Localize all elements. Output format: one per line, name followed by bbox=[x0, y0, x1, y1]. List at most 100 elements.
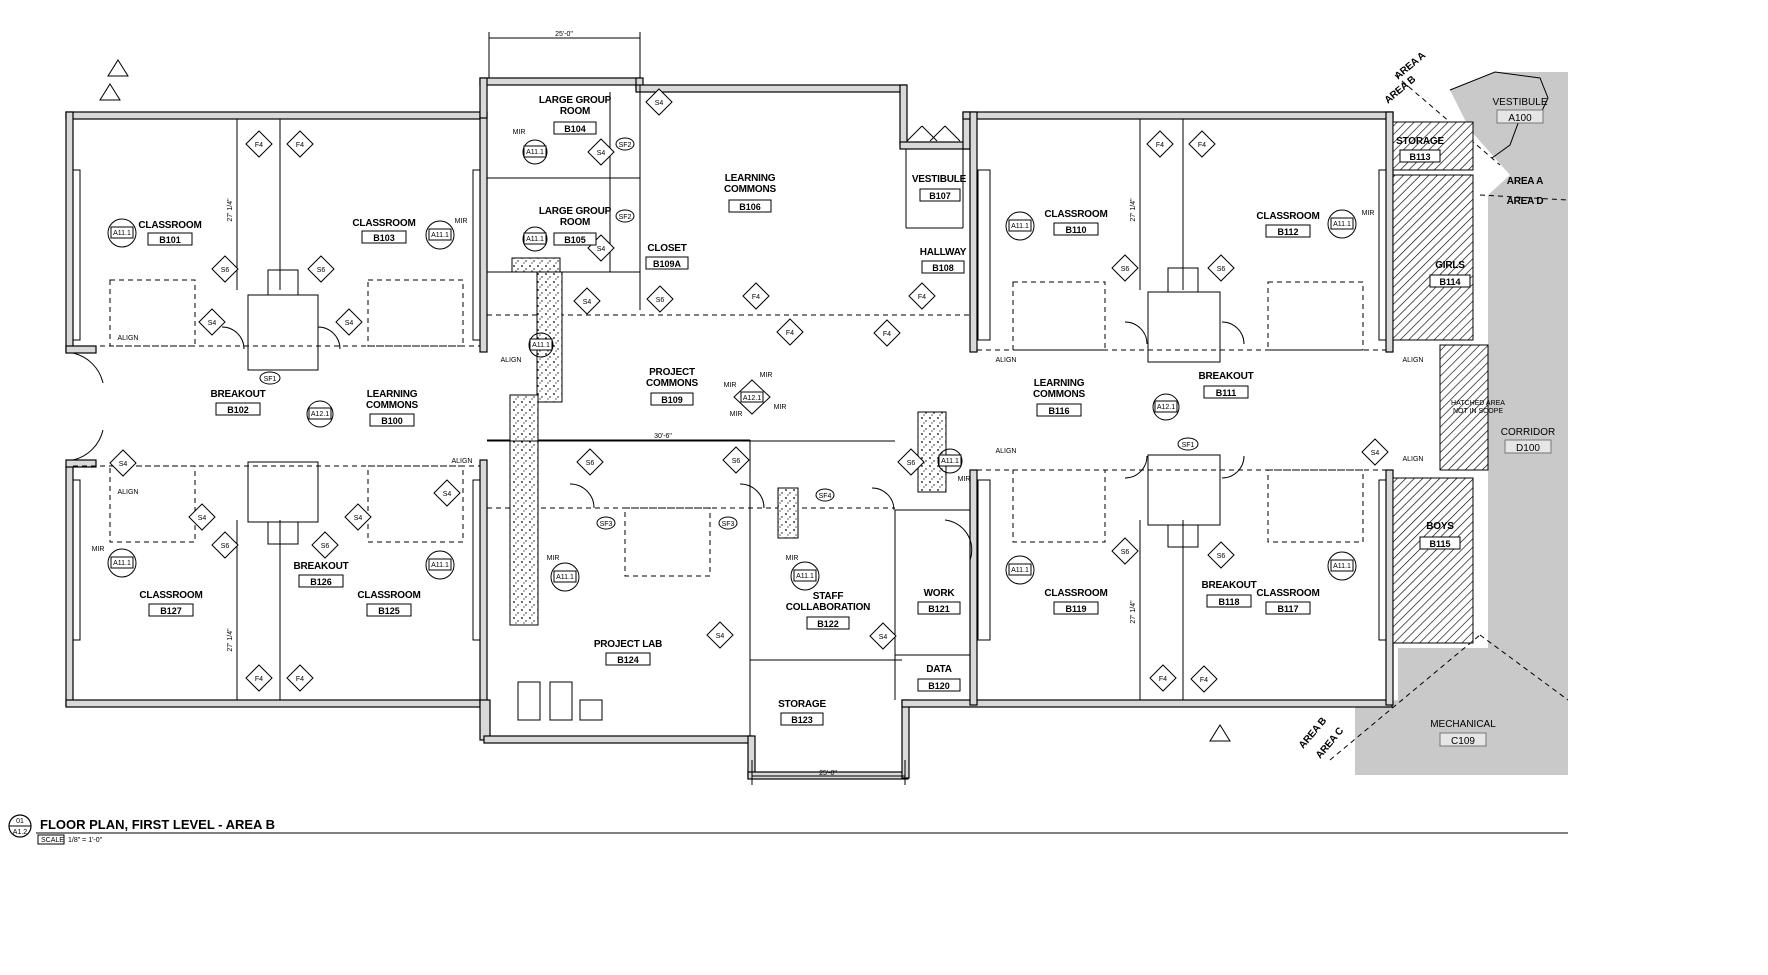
svg-text:CLASSROOM: CLASSROOM bbox=[352, 218, 415, 229]
s6-tag: S6 bbox=[311, 531, 339, 559]
svg-text:A11.1: A11.1 bbox=[113, 560, 131, 567]
svg-text:B117: B117 bbox=[1277, 604, 1298, 614]
hatched-not-in-scope bbox=[1392, 121, 1489, 644]
svg-text:F4: F4 bbox=[255, 142, 263, 149]
north-arrow-symbols bbox=[99, 59, 1231, 742]
svg-text:A11.1: A11.1 bbox=[431, 232, 449, 239]
scale-value: 1/8" = 1'-0" bbox=[68, 837, 103, 844]
svg-text:S4: S4 bbox=[119, 461, 128, 468]
svg-text:MIR: MIR bbox=[730, 411, 743, 418]
svg-text:CLASSROOM: CLASSROOM bbox=[139, 590, 202, 601]
scale-label: SCALE bbox=[41, 837, 64, 844]
svg-text:F4: F4 bbox=[1159, 676, 1167, 683]
drawing-title: FLOOR PLAN, FIRST LEVEL - AREA B bbox=[40, 817, 275, 832]
elev-tag: A11.1 bbox=[425, 220, 455, 250]
svg-text:B107: B107 bbox=[929, 191, 951, 201]
f4-tag: F4 bbox=[1190, 665, 1218, 693]
f4-tag: F4 bbox=[245, 130, 273, 158]
svg-text:F4: F4 bbox=[1156, 142, 1164, 149]
svg-text:S4: S4 bbox=[716, 633, 725, 640]
svg-text:STORAGE: STORAGE bbox=[778, 699, 826, 710]
dashed-overhead-lines bbox=[73, 74, 1568, 761]
svg-text:BREAKOUT: BREAKOUT bbox=[1198, 371, 1253, 382]
svg-text:CLOSET: CLOSET bbox=[647, 243, 686, 254]
svg-text:S4: S4 bbox=[583, 299, 592, 306]
svg-text:F4: F4 bbox=[786, 330, 794, 337]
svg-text:B105: B105 bbox=[564, 235, 586, 245]
s6-tag: S6 bbox=[722, 446, 750, 474]
dim-vertical-1: 27' 1/4" bbox=[227, 198, 234, 222]
svg-text:A11.1: A11.1 bbox=[1011, 567, 1029, 574]
s6-tag: S6 bbox=[1111, 254, 1139, 282]
dim-vertical-3: 27' 1/4" bbox=[1130, 198, 1137, 222]
svg-text:COMMONS: COMMONS bbox=[646, 378, 698, 389]
elev-tag: A11.1 bbox=[790, 561, 820, 591]
svg-text:MIR: MIR bbox=[455, 218, 468, 225]
svg-text:S6: S6 bbox=[1121, 549, 1130, 556]
svg-text:D100: D100 bbox=[1516, 443, 1540, 454]
svg-text:MIR: MIR bbox=[786, 555, 799, 562]
svg-text:A11.1: A11.1 bbox=[796, 573, 814, 580]
s4-tag: S4 bbox=[869, 622, 897, 650]
sf-tags: SF1 SF1 SF2 SF2 SF3 SF3 SF4 bbox=[259, 137, 1199, 530]
elev-tag: A11.1 bbox=[1327, 551, 1357, 581]
f4-tag: F4 bbox=[776, 318, 804, 346]
svg-text:B127: B127 bbox=[160, 606, 182, 616]
svg-text:A100: A100 bbox=[1508, 113, 1532, 124]
svg-text:SF1: SF1 bbox=[264, 376, 277, 383]
svg-text:F4: F4 bbox=[752, 294, 760, 301]
svg-text:B109: B109 bbox=[661, 395, 683, 405]
svg-text:LARGE GROUP: LARGE GROUP bbox=[539, 206, 612, 217]
svg-text:S4: S4 bbox=[1371, 450, 1380, 457]
svg-text:ALIGN: ALIGN bbox=[500, 357, 521, 364]
svg-text:B111: B111 bbox=[1216, 388, 1237, 398]
f4-tag: F4 bbox=[742, 282, 770, 310]
s4-tag: S4 bbox=[198, 308, 226, 336]
svg-text:F4: F4 bbox=[296, 676, 304, 683]
s6-tag: S6 bbox=[576, 448, 604, 476]
svg-text:A12.1: A12.1 bbox=[1157, 404, 1175, 411]
elev-tag: A12.1 bbox=[1152, 393, 1180, 421]
s6-tag: S6 bbox=[211, 255, 239, 283]
svg-text:A11.1: A11.1 bbox=[941, 458, 959, 465]
svg-text:B106: B106 bbox=[739, 202, 761, 212]
svg-text:S6: S6 bbox=[907, 460, 916, 467]
svg-text:COLLABORATION: COLLABORATION bbox=[786, 602, 870, 613]
floor-plan-drawing: 25'-0" 25'-0" 30'-6" 27' 1/4" 27' 1/4" 2… bbox=[8, 31, 1568, 845]
svg-text:COMMONS: COMMONS bbox=[1033, 389, 1085, 400]
elev-tag: A12.1 bbox=[306, 400, 334, 428]
svg-text:B116: B116 bbox=[1048, 406, 1069, 416]
svg-text:CLASSROOM: CLASSROOM bbox=[1044, 588, 1107, 599]
plan-notes: ALIGN ALIGN ALIGN ALIGN ALIGN ALIGN ALIG… bbox=[92, 129, 1424, 562]
svg-text:MIR: MIR bbox=[513, 129, 526, 136]
f4-tag: F4 bbox=[1149, 664, 1177, 692]
s4-tag: S4 bbox=[1361, 438, 1389, 466]
casework-speckle bbox=[509, 257, 947, 626]
svg-text:B120: B120 bbox=[928, 681, 950, 691]
svg-text:B110: B110 bbox=[1065, 225, 1086, 235]
svg-text:ALIGN: ALIGN bbox=[117, 335, 138, 342]
svg-text:B102: B102 bbox=[227, 405, 249, 415]
s4-tag: S4 bbox=[645, 88, 673, 116]
elev-tag: A11.1 bbox=[1005, 211, 1035, 241]
elev-tag: A11.1 bbox=[425, 550, 455, 580]
dimension-mid: 30'-6" bbox=[487, 433, 895, 442]
doors bbox=[72, 125, 1245, 561]
elev-tag: A12.1 bbox=[733, 379, 771, 415]
svg-text:S4: S4 bbox=[597, 150, 606, 157]
dim-mid-text: 30'-6" bbox=[654, 433, 672, 440]
svg-text:AREA D: AREA D bbox=[1507, 196, 1544, 207]
room-b111: BREAKOUT B111 bbox=[1198, 371, 1254, 399]
s4-tag: S4 bbox=[335, 308, 363, 336]
